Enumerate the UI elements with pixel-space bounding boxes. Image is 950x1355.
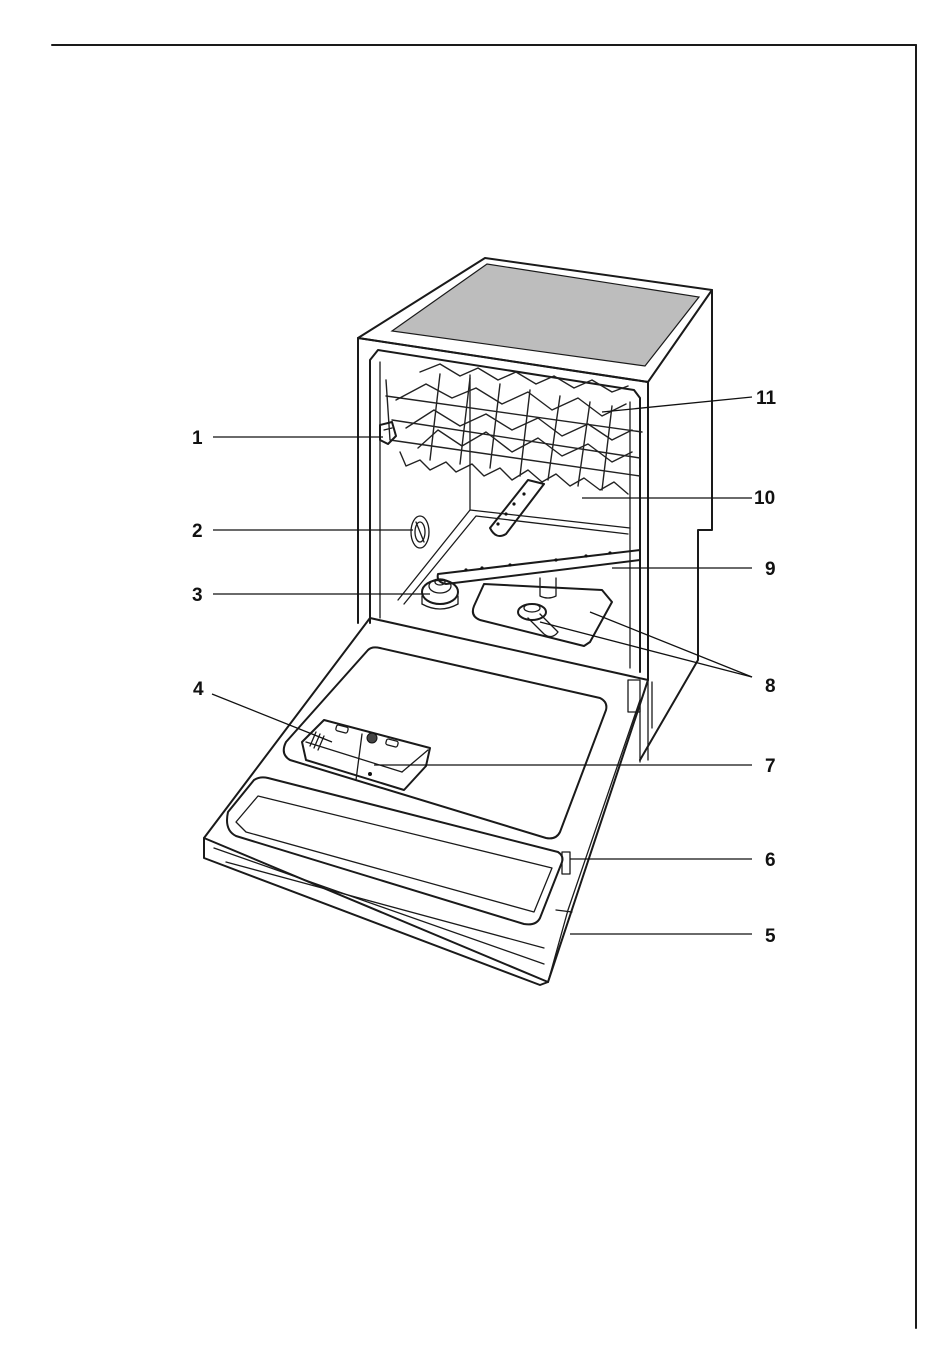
page-frame	[52, 45, 916, 1328]
door-handle-slot	[562, 852, 570, 874]
detergent-dispenser	[302, 720, 430, 790]
callout-1: 1	[192, 428, 203, 449]
lower-spray-arm	[438, 550, 640, 584]
callout-4: 4	[193, 679, 204, 700]
callout-6: 6	[765, 850, 776, 871]
callout-9: 9	[765, 559, 776, 580]
callout-11: 11	[756, 388, 777, 409]
water-hardness-cap	[411, 516, 429, 548]
callout-8: 8	[765, 676, 776, 697]
dishwasher-door	[204, 618, 648, 985]
callout-labels: 1 2 3 4 5 6 7 8 9 10 11	[192, 388, 777, 947]
upper-basket	[380, 364, 642, 494]
upper-spray-arm	[490, 480, 544, 536]
callout-2: 2	[192, 521, 203, 542]
callout-5: 5	[765, 926, 776, 947]
dishwasher-cabinet	[358, 258, 712, 762]
callout-7: 7	[765, 756, 776, 777]
callout-3: 3	[192, 585, 203, 606]
callout-10: 10	[754, 488, 775, 509]
